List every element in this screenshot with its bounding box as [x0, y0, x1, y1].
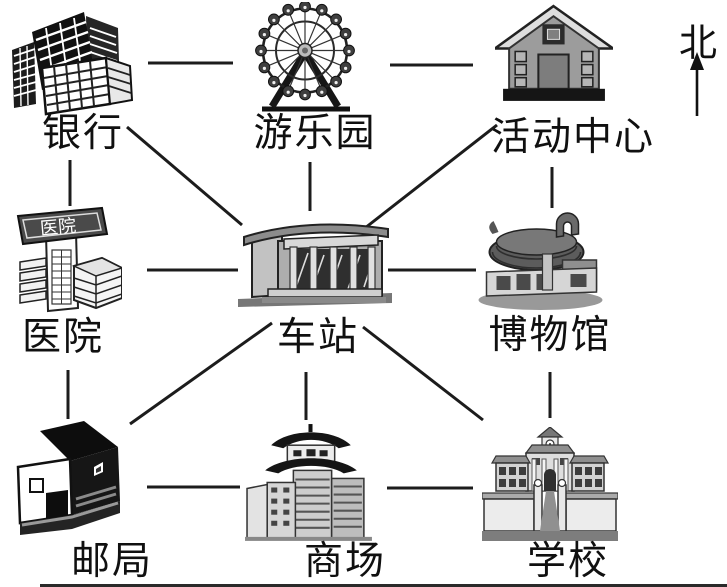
north-arrow-icon: [690, 52, 704, 116]
label-station: 车站: [276, 316, 359, 359]
label-bank: 银行: [41, 112, 124, 155]
label-museum: 博物馆: [488, 314, 612, 357]
page-bottom-edge-line: [40, 584, 727, 587]
label-school: 学校: [526, 540, 609, 583]
museum-building-icon: [478, 208, 606, 312]
label-hospital: 医院: [21, 316, 104, 359]
hospital-sign-text: 医院: [39, 216, 77, 239]
bank-building-icon: [8, 4, 148, 118]
post-office-building-icon: [10, 420, 128, 548]
connection-line-station-activity-center: [364, 123, 498, 230]
activity-center-building-icon: [495, 4, 613, 102]
label-mall: 商场: [303, 540, 386, 583]
hospital-building-icon: 医院: [12, 206, 122, 318]
connection-line-station-school: [362, 325, 484, 422]
label-post-office: 邮局: [70, 540, 153, 583]
connection-line-bank-station: [126, 125, 243, 227]
label-amusement-park: 游乐园: [253, 112, 377, 155]
ferris-wheel-icon: [248, 2, 362, 115]
station-building-icon: [238, 210, 392, 308]
connection-line-station-post-office: [129, 321, 273, 426]
mall-building-icon: [243, 424, 379, 548]
label-activity-center: 活动中心: [490, 116, 655, 159]
school-building-icon: [482, 427, 618, 547]
